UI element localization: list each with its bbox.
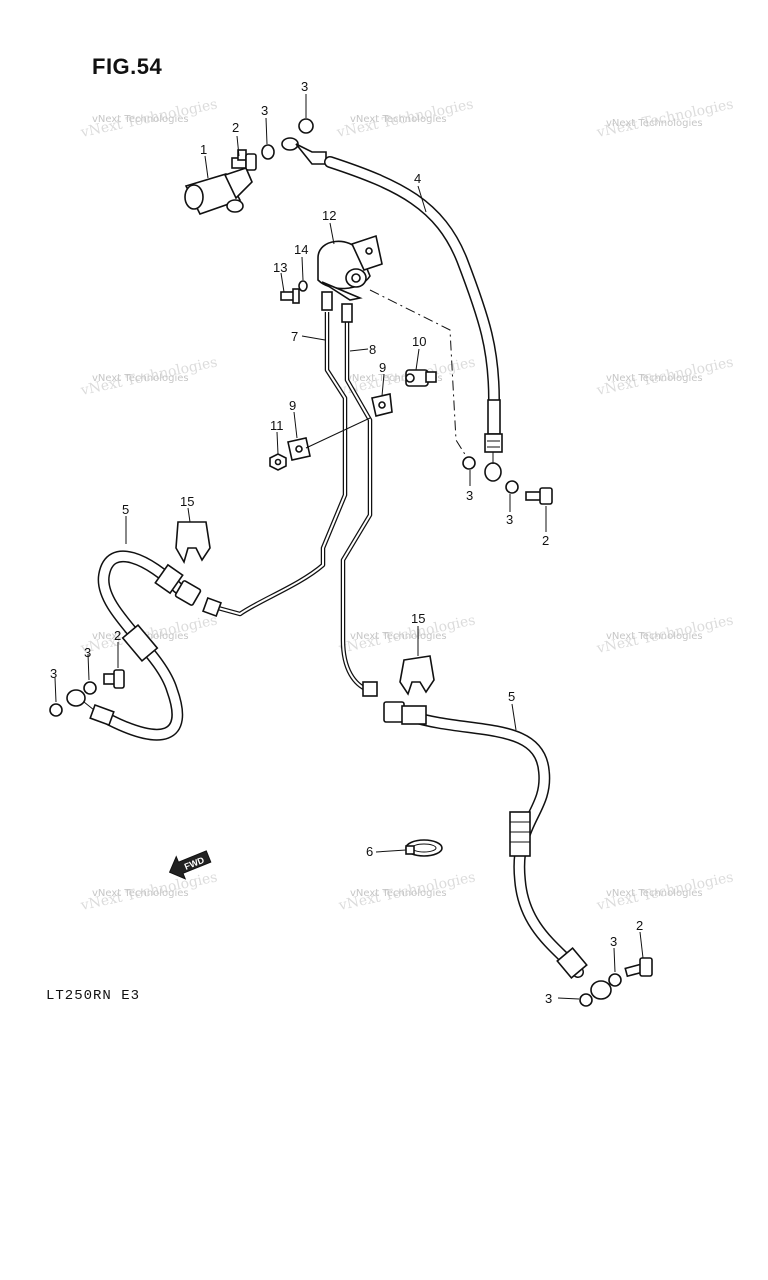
callout-12: 12 (322, 208, 336, 223)
callout-8: 8 (369, 342, 376, 357)
part-2-union-bolt (103, 669, 125, 689)
callout-9: 9 (289, 398, 296, 413)
watermark-text: vNext Technologies (606, 373, 703, 384)
figure-title: FIG.54 (92, 54, 163, 79)
callout-7: 7 (291, 329, 298, 344)
callout-6: 6 (366, 844, 373, 859)
part-12-junction (317, 234, 383, 301)
watermark-text: vNext Technologies (92, 888, 189, 899)
watermark-text: vNext Technologies (350, 888, 447, 899)
part-13-bolt (280, 288, 300, 304)
callout-1: 1 (200, 142, 207, 157)
callout-9: 9 (379, 360, 386, 375)
part-7-brake-pipe (202, 291, 348, 617)
part-3-washer (608, 973, 622, 987)
callout-15: 15 (180, 494, 194, 509)
leader-lines (54, 94, 644, 1000)
part-4-brake-hose (281, 137, 503, 482)
callout-3: 3 (261, 103, 268, 118)
watermark-text: vNext Technologies (92, 373, 189, 384)
watermark-text: vNext Technologies (350, 631, 447, 642)
callout-14: 14 (294, 242, 308, 257)
part-3-washer (49, 703, 63, 717)
fwd-label: FWD (183, 855, 206, 872)
model-code: LT250RN E3 (46, 988, 141, 1004)
callout-2: 2 (542, 533, 549, 548)
callout-3: 3 (610, 934, 617, 949)
part-15-hose-clip (399, 655, 435, 696)
callout-2: 2 (232, 120, 239, 135)
callout-3: 3 (545, 991, 552, 1006)
callout-2: 2 (636, 918, 643, 933)
part-2-union-bolt (231, 149, 257, 171)
callout-3: 3 (84, 645, 91, 660)
part-1-cap (184, 167, 253, 215)
watermark-text: vNext Technologies (92, 114, 189, 125)
callout-10: 10 (412, 334, 426, 349)
part-2-union-bolt (525, 487, 553, 505)
callout-11: 11 (270, 418, 284, 433)
watermark-text: vNext Technologies (606, 118, 703, 129)
callout-5: 5 (122, 502, 129, 517)
part-2-union-bolt (624, 957, 653, 978)
callout-3: 3 (506, 512, 513, 527)
callout-labels: 1 2 3 3 4 12 14 13 7 8 10 9 9 11 3 3 2 5… (50, 79, 643, 1006)
part-9-clamp (371, 393, 393, 417)
part-5-brake-hose (66, 550, 202, 741)
part-9-clamp (287, 437, 311, 461)
part-15-hose-clip (175, 521, 211, 565)
part-3-washer (261, 144, 275, 160)
callout-3: 3 (466, 488, 473, 503)
part-6-hose-band (405, 839, 443, 857)
fwd-arrow-icon: FWD (168, 850, 212, 880)
part-3-washer (298, 118, 314, 134)
part-3-washer (462, 456, 476, 470)
part-3-washer (579, 993, 593, 1007)
callout-15: 15 (411, 611, 425, 626)
part-3-washer (83, 681, 97, 695)
callout-13: 13 (273, 260, 287, 275)
part-3-washer (505, 480, 519, 494)
part-14-washer (298, 280, 308, 292)
callout-5: 5 (508, 689, 515, 704)
part-5-brake-hose (383, 701, 612, 1000)
watermark-group: vNext Technologies vNext Technologies vN… (79, 96, 735, 914)
callout-3: 3 (50, 666, 57, 681)
watermark-text: vNext Technologies (606, 888, 703, 899)
callout-3: 3 (301, 79, 308, 94)
callout-4: 4 (414, 171, 421, 186)
part-10-brake-switch (405, 369, 437, 387)
part-11-nut (269, 453, 287, 471)
watermark-text: vNext Technologies (346, 373, 443, 384)
watermark-text: vNext Technologies (350, 114, 447, 125)
callout-2: 2 (114, 628, 121, 643)
part-8-brake-pipe (340, 303, 378, 697)
watermark-text: vNext Technologies (606, 631, 703, 642)
